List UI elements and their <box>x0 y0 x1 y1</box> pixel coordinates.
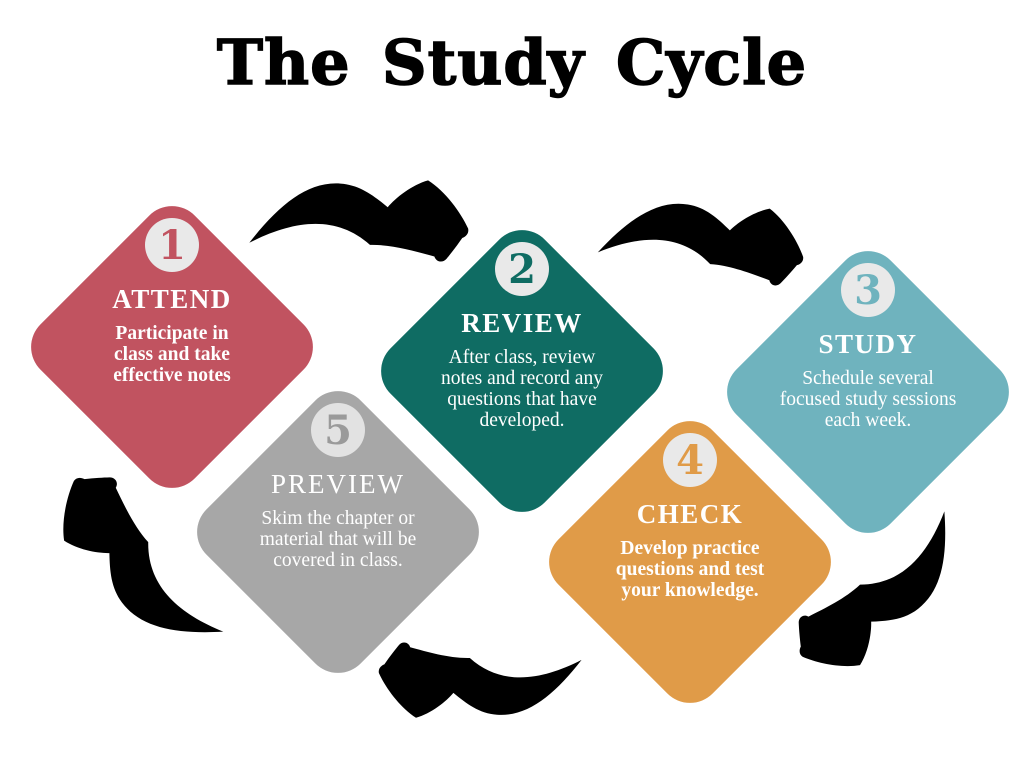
step-1-diamond-attend: 1 ATTEND Participate in class and take e… <box>17 192 327 502</box>
step-number-badge: 2 <box>495 242 549 296</box>
step-number: 5 <box>324 407 352 454</box>
step-number-badge: 3 <box>841 263 895 317</box>
step-description: Schedule several focused study sessions … <box>779 368 957 431</box>
step-number: 2 <box>508 246 536 293</box>
step-description: Develop practice questions and test your… <box>615 538 765 601</box>
step-title: ATTEND <box>112 284 232 314</box>
step-title: PREVIEW <box>271 469 405 499</box>
step-title: REVIEW <box>461 308 583 338</box>
step-description: After class, review notes and record any… <box>441 347 603 431</box>
step-number-badge: 4 <box>663 433 717 487</box>
step-number: 3 <box>854 267 882 314</box>
step-number-badge: 5 <box>311 403 365 457</box>
step-title: CHECK <box>636 499 744 529</box>
step-number: 4 <box>676 437 704 484</box>
step-number-badge: 1 <box>145 218 199 272</box>
step-4-diamond-check: 4 CHECK Develop practice questions and t… <box>535 407 845 717</box>
step-title: STUDY <box>818 329 918 359</box>
step-description: Skim the chapter or material that will b… <box>259 508 417 571</box>
page-title: The Study Cycle <box>216 25 808 100</box>
step-number: 1 <box>158 222 186 269</box>
step-3-diamond-study: 3 STUDY Schedule several focused study s… <box>713 237 1023 547</box>
step-description: Participate in class and take effective … <box>113 323 231 386</box>
step-5-diamond-preview: 5 PREVIEW Skim the chapter or material t… <box>183 377 493 687</box>
step-2-diamond-review: 2 REVIEW After class, review notes and r… <box>367 216 677 526</box>
